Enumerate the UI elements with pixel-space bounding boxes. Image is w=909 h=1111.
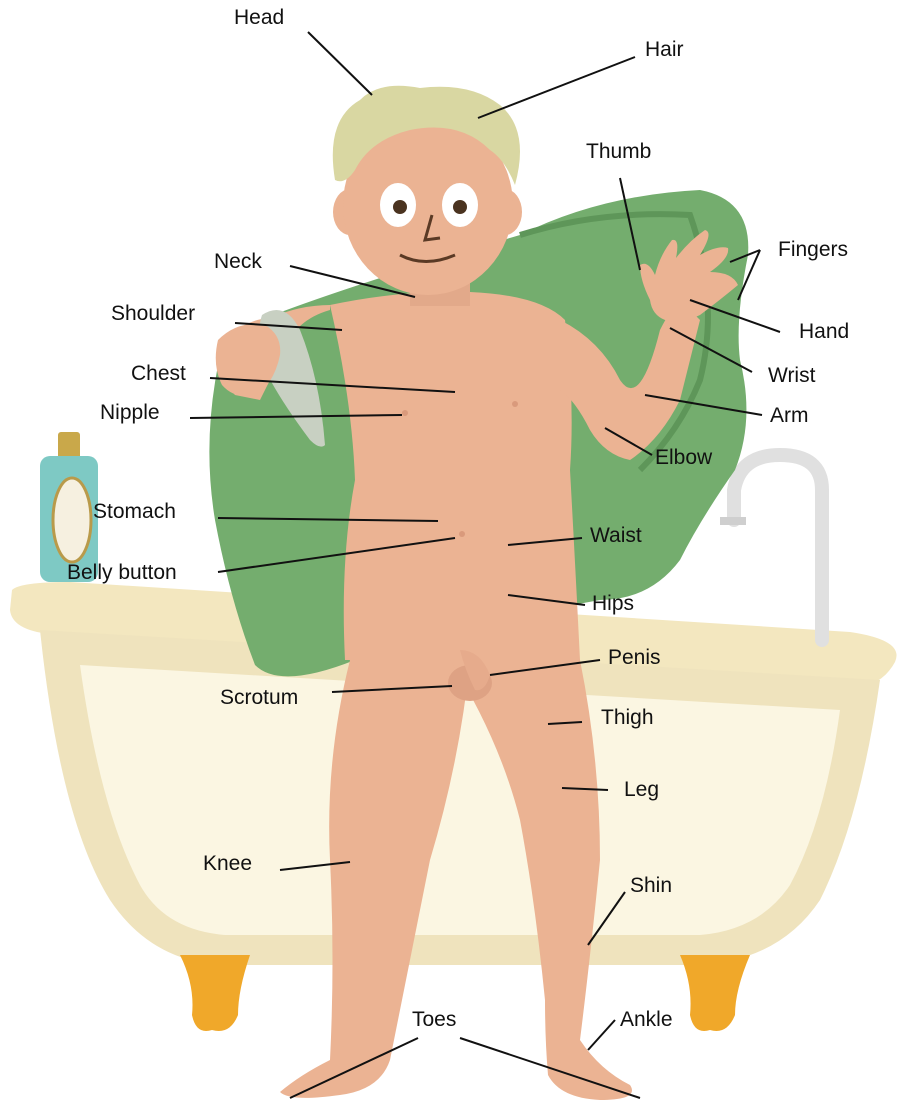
label-waist: Waist	[590, 524, 642, 548]
label-chest: Chest	[131, 362, 186, 386]
leader-ankle	[588, 1020, 615, 1050]
label-hips: Hips	[592, 592, 634, 616]
label-knee: Knee	[203, 852, 252, 876]
torso	[330, 292, 580, 660]
belly-button	[459, 531, 465, 537]
label-elbow: Elbow	[655, 446, 712, 470]
label-toes: Toes	[412, 1008, 456, 1032]
label-thumb: Thumb	[586, 140, 651, 164]
bottle-label	[53, 478, 91, 562]
label-arm: Arm	[770, 404, 809, 428]
label-belly-button: Belly button	[67, 561, 177, 585]
label-scrotum: Scrotum	[220, 686, 298, 710]
label-head: Head	[234, 6, 284, 30]
label-hair: Hair	[645, 38, 684, 62]
faucet	[734, 455, 822, 640]
tub-foot-left	[180, 955, 250, 1031]
label-ankle: Ankle	[620, 1008, 673, 1032]
pupil-right	[453, 200, 467, 214]
label-leg: Leg	[624, 778, 659, 802]
label-thigh: Thigh	[601, 706, 654, 730]
leader-head	[308, 32, 372, 95]
label-wrist: Wrist	[768, 364, 815, 388]
label-shoulder: Shoulder	[111, 302, 195, 326]
label-hand: Hand	[799, 320, 849, 344]
tub-foot-right	[680, 955, 750, 1031]
pupil-left	[393, 200, 407, 214]
faucet-tip	[720, 517, 746, 525]
label-fingers: Fingers	[778, 238, 848, 262]
label-neck: Neck	[214, 250, 262, 274]
nipple-right	[512, 401, 518, 407]
leader-hair	[478, 57, 635, 118]
label-stomach: Stomach	[93, 500, 176, 524]
label-shin: Shin	[630, 874, 672, 898]
bottle-cap	[58, 432, 80, 460]
nipple-left	[402, 410, 408, 416]
label-penis: Penis	[608, 646, 661, 670]
label-nipple: Nipple	[100, 401, 160, 425]
